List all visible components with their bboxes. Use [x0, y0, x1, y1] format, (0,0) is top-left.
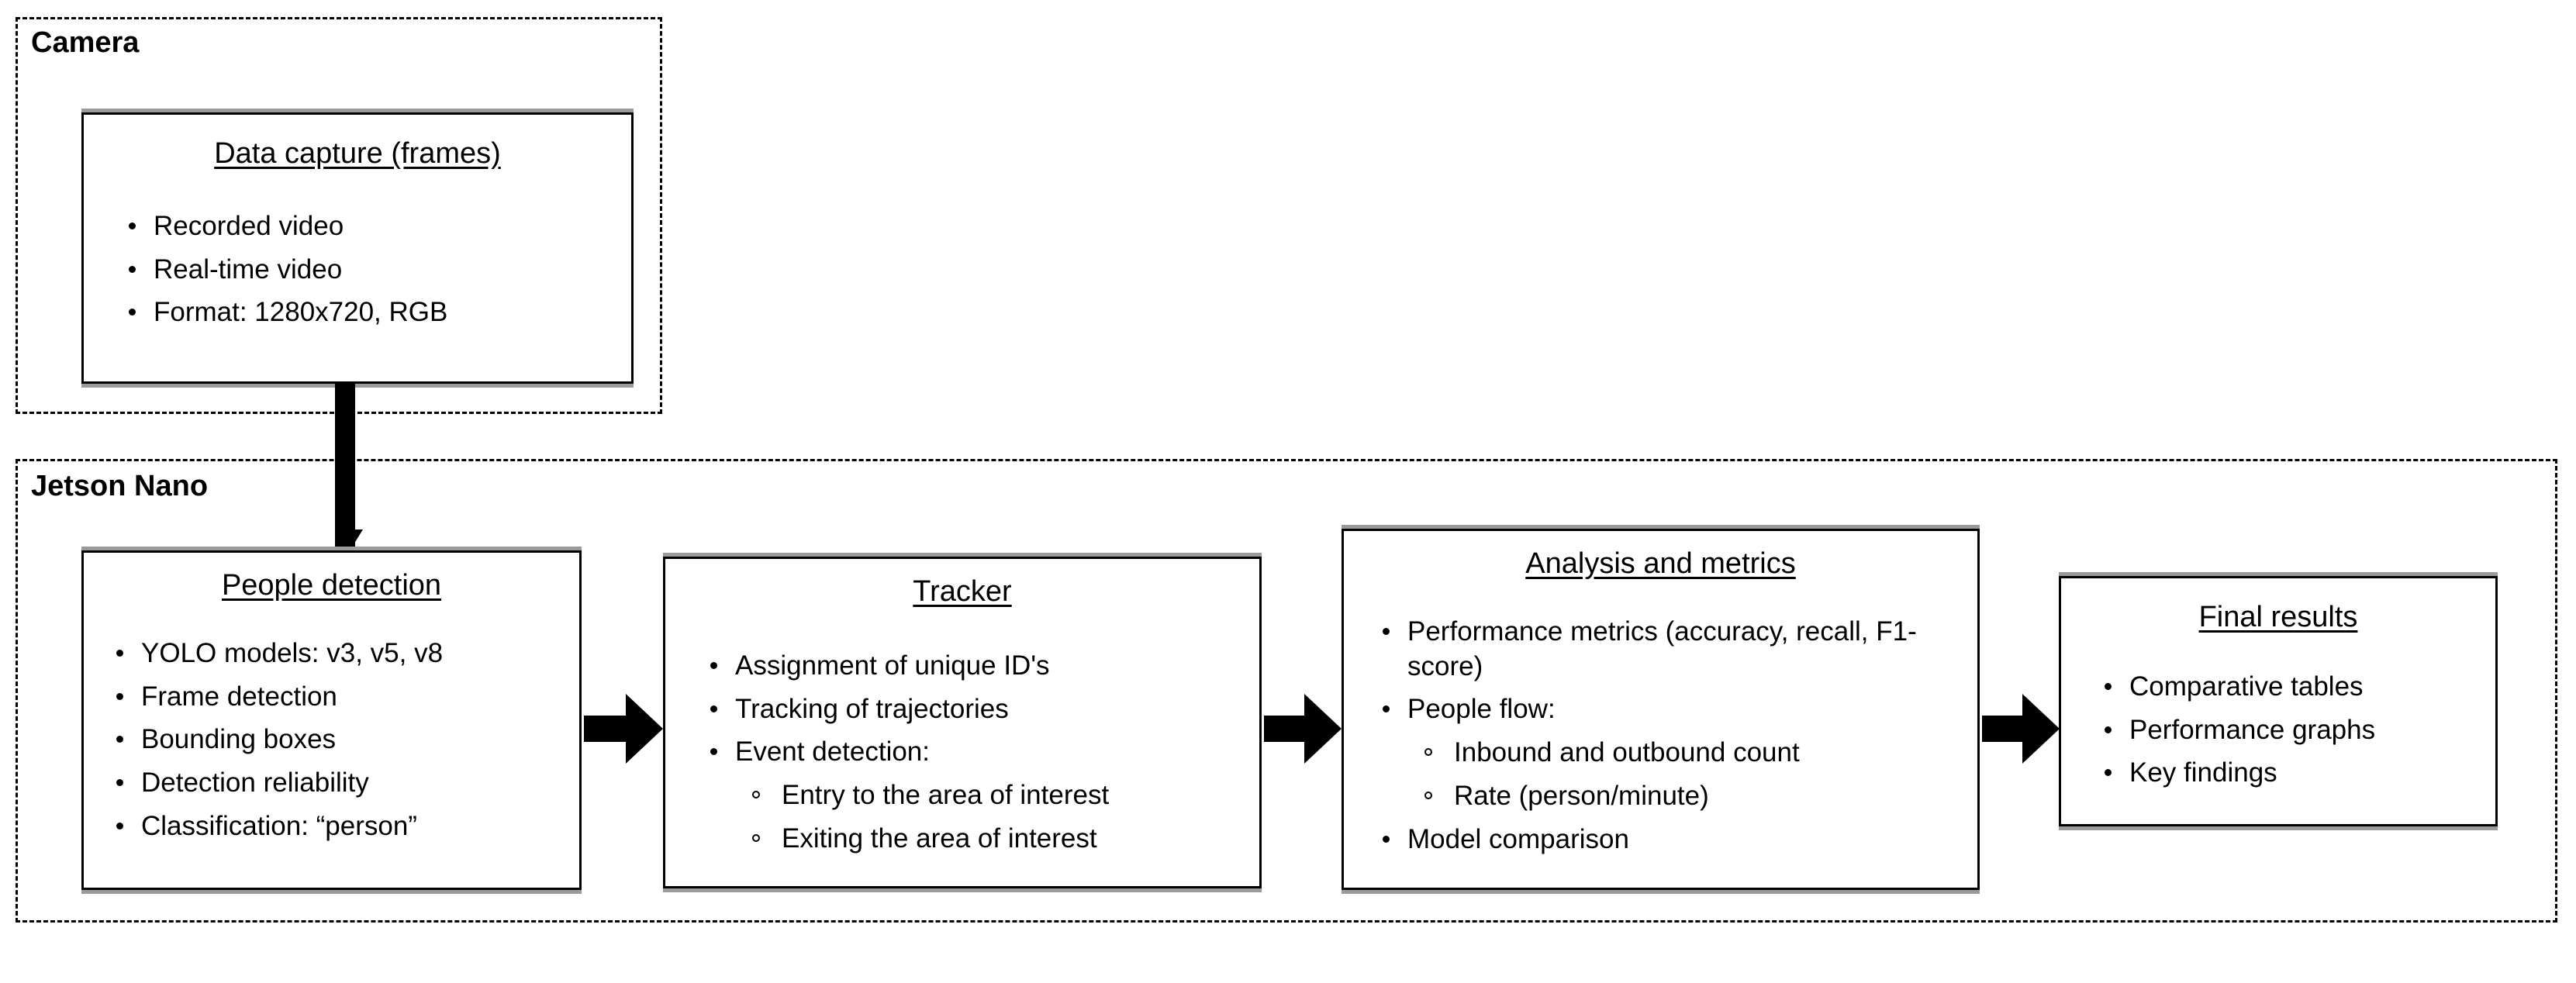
sub-bullet-list: Inbound and outbound count Rate (person/… [1407, 736, 1967, 814]
list-item: Entry to the area of interest [735, 778, 1252, 813]
list-item: Classification: “person” [109, 809, 568, 844]
group-jetson-nano-title: Jetson Nano [31, 470, 209, 502]
bullet-list: Recorded video Real-time video Format: 1… [121, 209, 631, 330]
list-item: Detection reliability [109, 766, 568, 801]
bullet-list: Assignment of unique ID's Tracking of tr… [703, 649, 1252, 857]
list-item: Recorded video [121, 209, 631, 244]
list-item: Exiting the area of interest [735, 822, 1252, 857]
arrow-shaft [584, 716, 630, 742]
list-item: Bounding boxes [109, 723, 568, 757]
list-item: Comparative tables [2097, 670, 2495, 705]
list-item: Tracking of trajectories [703, 692, 1252, 727]
list-item: Assignment of unique ID's [703, 649, 1252, 684]
list-item: Format: 1280x720, RGB [121, 295, 631, 330]
list-item: People flow: Inbound and outbound count … [1375, 692, 1967, 813]
list-item: Performance metrics (accuracy, recall, F… [1375, 615, 1967, 685]
box-data-capture-title: Data capture (frames) [214, 137, 501, 170]
list-item: Event detection: Entry to the area of in… [703, 735, 1252, 856]
list-item: Frame detection [109, 680, 568, 715]
arrow-tracker-to-analysis [1264, 690, 1342, 767]
sub-bullet-list: Entry to the area of interest Exiting th… [735, 778, 1252, 857]
list-item-label: Event detection: [735, 736, 930, 767]
list-item: Model comparison [1375, 823, 1967, 857]
box-final-results-body: Comparative tables Performance graphs Ke… [2061, 670, 2495, 791]
list-item: YOLO models: v3, v5, v8 [109, 636, 568, 671]
arrow-head-icon [626, 694, 663, 764]
box-analysis-and-metrics[interactable]: Analysis and metrics Performance metrics… [1342, 529, 1980, 890]
group-jetson-nano [16, 459, 2557, 923]
bullet-list: Comparative tables Performance graphs Ke… [2097, 670, 2495, 791]
arrow-shaft [1982, 716, 2027, 742]
list-item: Performance graphs [2097, 713, 2495, 748]
group-camera-title: Camera [31, 26, 140, 59]
list-item: Rate (person/minute) [1407, 779, 1967, 814]
box-final-results[interactable]: Final results Comparative tables Perform… [2059, 576, 2498, 826]
list-item: Real-time video [121, 253, 631, 288]
bullet-list: Performance metrics (accuracy, recall, F… [1375, 615, 1967, 857]
list-item-label: People flow: [1407, 694, 1556, 725]
list-item: Key findings [2097, 756, 2495, 791]
box-tracker[interactable]: Tracker Assignment of unique ID's Tracki… [663, 557, 1262, 888]
box-final-results-title: Final results [2198, 601, 2358, 633]
bullet-list: YOLO models: v3, v5, v8 Frame detection … [109, 636, 568, 844]
arrow-shaft [1264, 716, 1309, 742]
box-tracker-body: Assignment of unique ID's Tracking of tr… [665, 649, 1259, 857]
box-people-detection-body: YOLO models: v3, v5, v8 Frame detection … [84, 636, 579, 844]
box-data-capture-body: Recorded video Real-time video Format: 1… [84, 209, 631, 330]
arrow-head-icon [1304, 694, 1342, 764]
box-data-capture[interactable]: Data capture (frames) Recorded video Rea… [81, 112, 634, 384]
arrow-head-icon [2022, 694, 2060, 764]
list-item: Inbound and outbound count [1407, 736, 1967, 771]
box-people-detection[interactable]: People detection YOLO models: v3, v5, v8… [81, 550, 582, 890]
box-analysis-and-metrics-title: Analysis and metrics [1525, 547, 1796, 580]
box-people-detection-title: People detection [221, 569, 442, 602]
arrow-analysis-to-results [1982, 690, 2060, 767]
arrow-detection-to-tracker [584, 690, 663, 767]
box-analysis-and-metrics-body: Performance metrics (accuracy, recall, F… [1344, 615, 1977, 857]
box-tracker-title: Tracker [913, 575, 1012, 608]
